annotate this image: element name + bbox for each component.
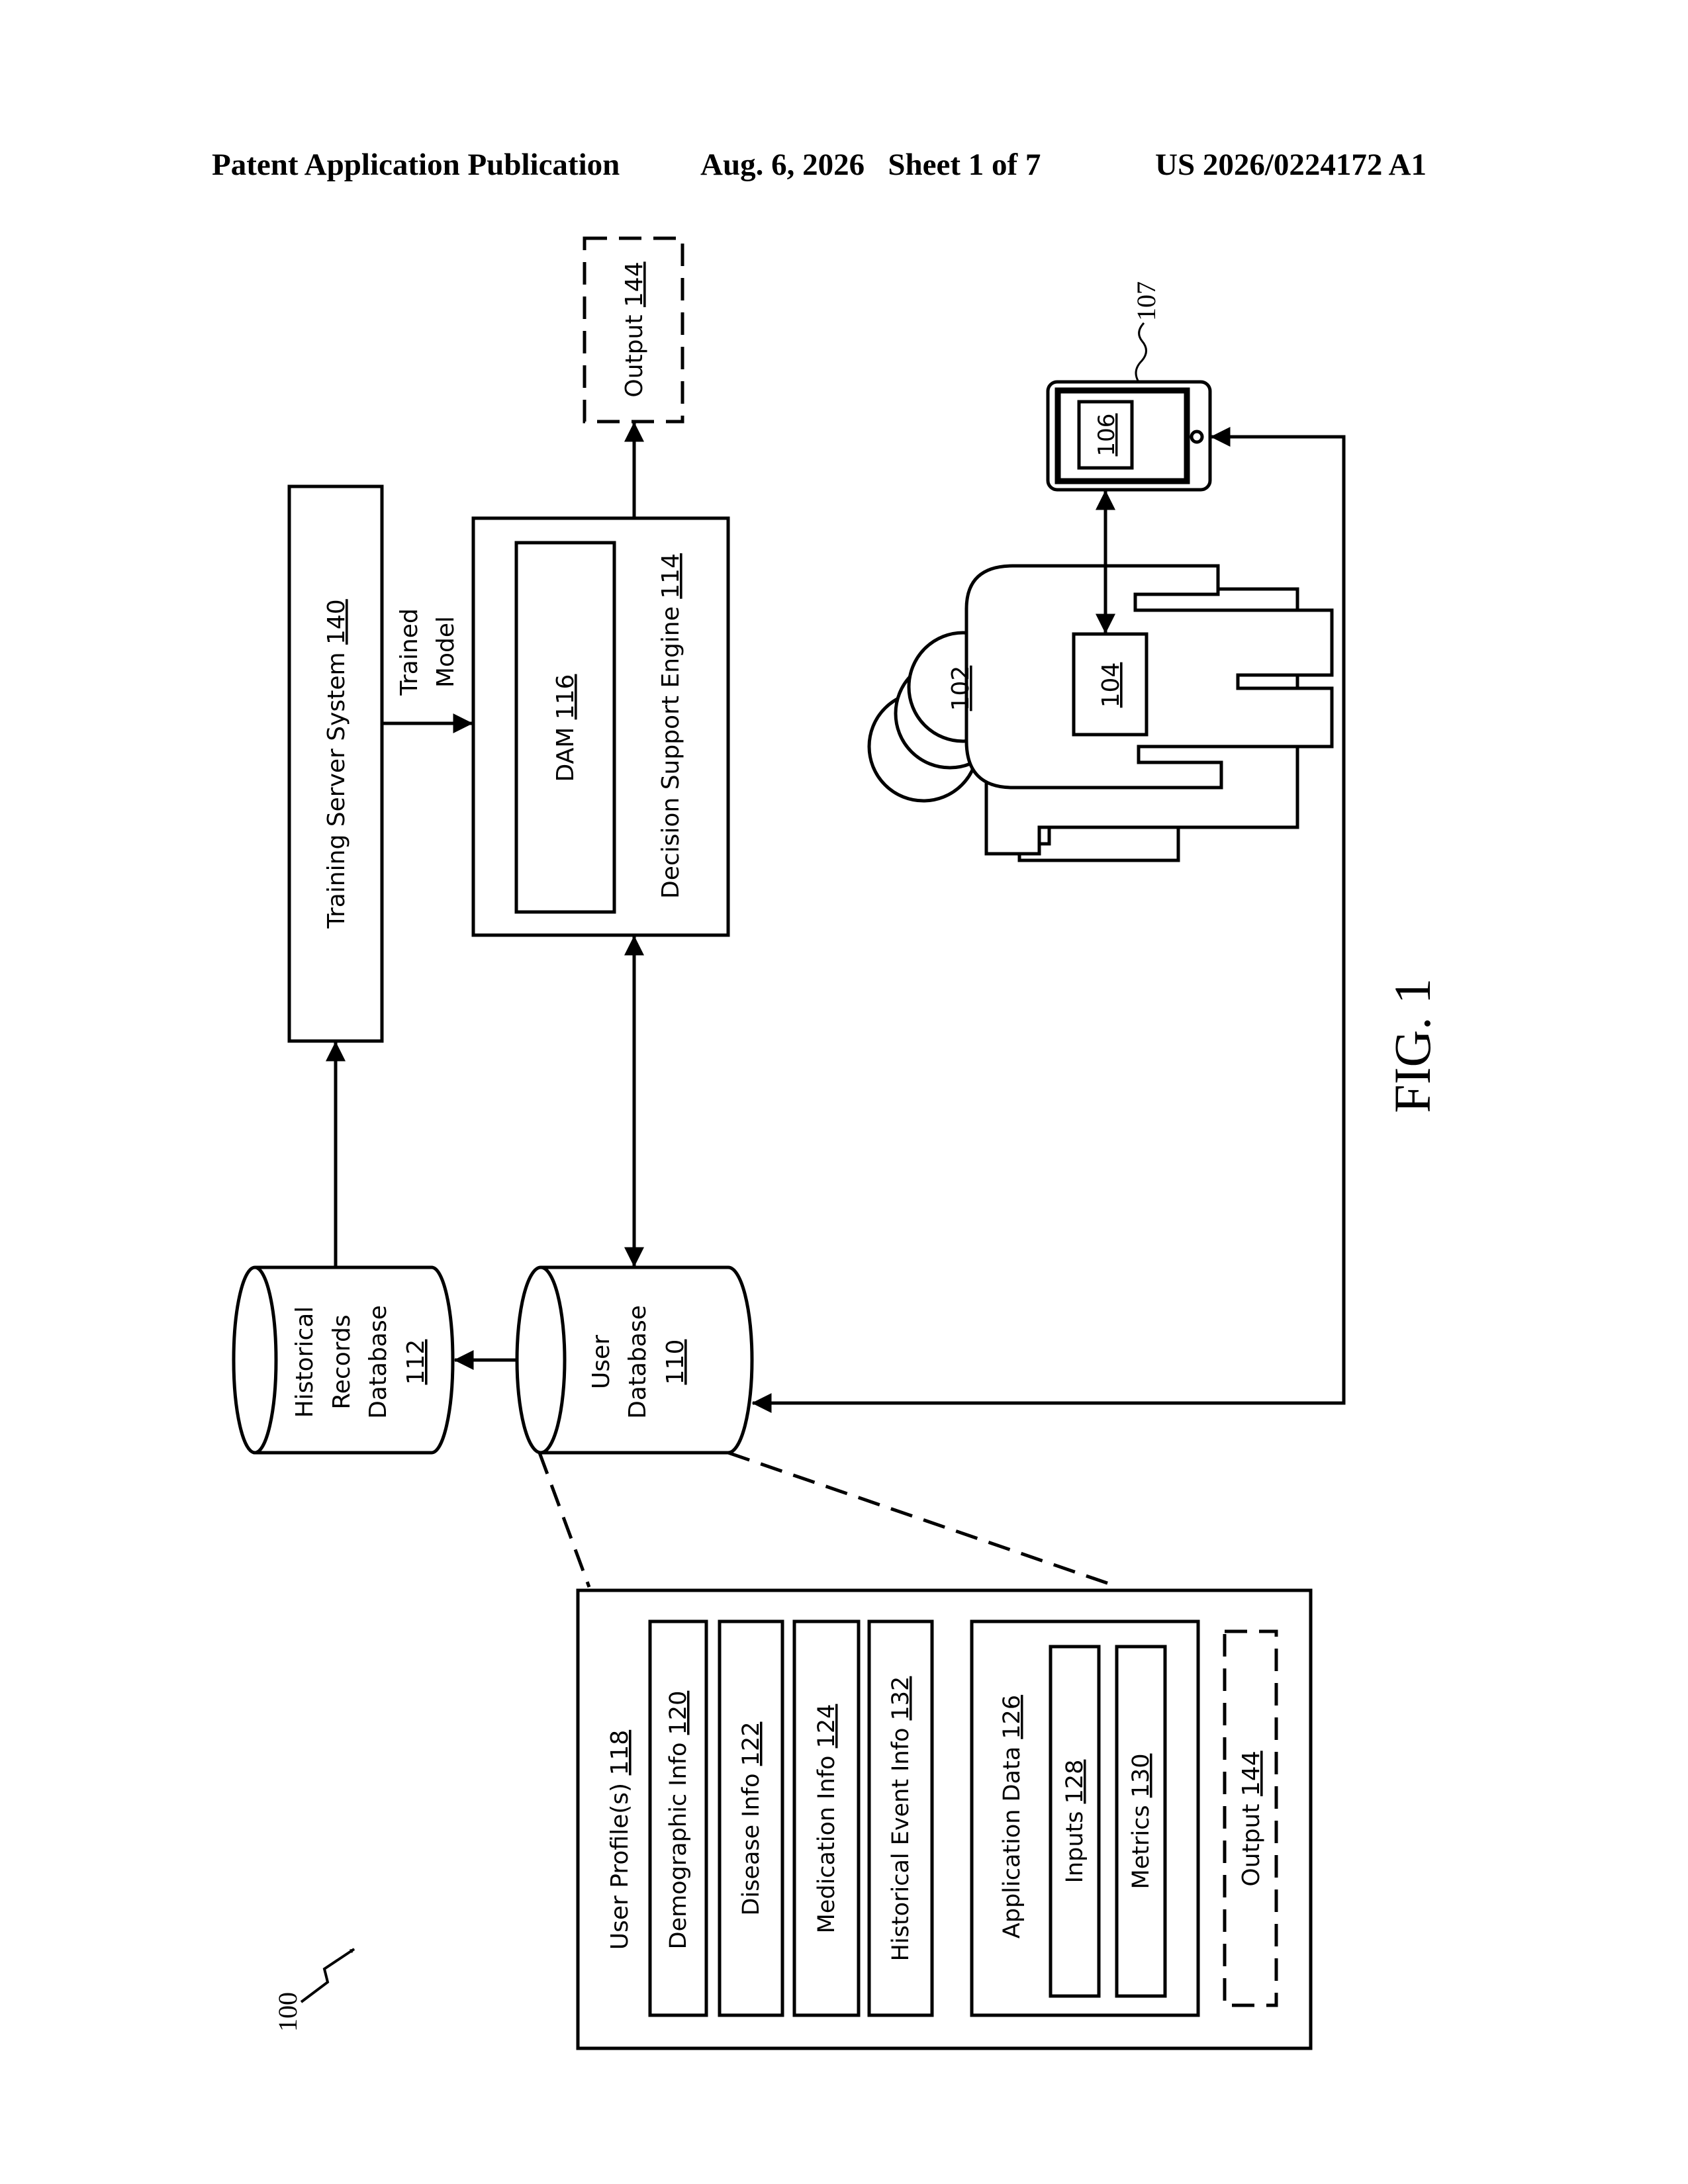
figure-label: FIG. 1 bbox=[1383, 978, 1441, 1113]
device-ref: 107 bbox=[1131, 281, 1161, 321]
disease-label: Disease Info 122 bbox=[738, 1722, 765, 1916]
decision-engine-box bbox=[473, 518, 728, 935]
user-db-line2: Database bbox=[624, 1305, 651, 1419]
historical-db-line1: Historical bbox=[291, 1306, 318, 1418]
medication-label: Medication Info 124 bbox=[814, 1704, 840, 1934]
trained-model-line1: Trained bbox=[396, 608, 423, 696]
output-profile-label: Output 144 bbox=[1238, 1751, 1265, 1886]
dashed-expansion-right bbox=[728, 1453, 1119, 1587]
historical-db-ref: 112 bbox=[402, 1340, 430, 1385]
users-ref: 102 bbox=[947, 666, 974, 711]
trained-model-line2: Model bbox=[432, 616, 459, 688]
metrics-label: Metrics 130 bbox=[1128, 1754, 1154, 1889]
application-data-label: Application Data 126 bbox=[999, 1695, 1025, 1938]
system-ref: 100 bbox=[273, 1992, 303, 2032]
person-ref: 104 bbox=[1098, 662, 1125, 708]
device-ref-leader bbox=[1136, 323, 1147, 382]
user-db-line1: User bbox=[588, 1335, 615, 1389]
app-ref: 106 bbox=[1094, 414, 1120, 457]
demographic-label: Demographic Info 120 bbox=[665, 1691, 692, 1950]
system-ref-lightning bbox=[301, 1949, 354, 2002]
historical-db-line3: Database bbox=[365, 1305, 392, 1419]
historical-db-line2: Records bbox=[328, 1314, 355, 1409]
decision-engine-label: Decision Support Engine 114 bbox=[657, 553, 684, 899]
user-db-ref: 110 bbox=[662, 1340, 689, 1385]
training-server-label: Training Server System 140 bbox=[323, 599, 350, 929]
device-button bbox=[1192, 432, 1202, 442]
user-profiles-label: User Profile(s) 118 bbox=[606, 1730, 633, 1950]
dashed-expansion-left bbox=[539, 1453, 589, 1587]
dam-label: DAM 116 bbox=[552, 674, 579, 782]
historical-event-label: Historical Event Info 132 bbox=[888, 1676, 914, 1962]
output-top-label: Output 144 bbox=[621, 261, 648, 397]
inputs-label: Inputs 128 bbox=[1062, 1760, 1088, 1884]
